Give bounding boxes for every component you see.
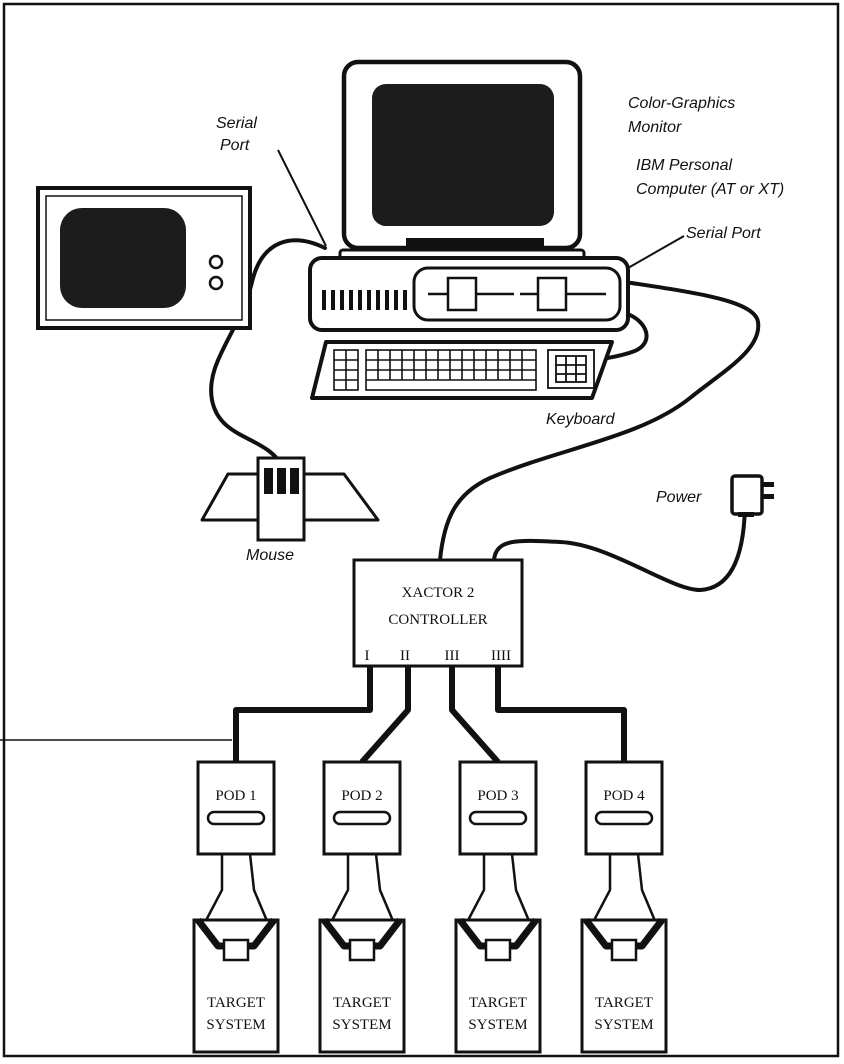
mouse-device xyxy=(200,456,380,542)
power-adapter xyxy=(730,474,774,517)
color-monitor-label-line1: Color-Graphics xyxy=(628,95,735,112)
pod-target-cable-right-1 xyxy=(248,853,272,929)
serial-port-right-pointer xyxy=(627,235,685,269)
controller-port-2: II xyxy=(400,648,410,664)
pod-target-cable-left-3 xyxy=(462,854,486,929)
pod-target-cable-left-4 xyxy=(588,854,612,929)
color-graphics-monitor xyxy=(338,59,586,262)
pod-group-3: POD 3 TARGET SYSTEM xyxy=(454,760,542,1054)
pod1-cable xyxy=(233,666,373,762)
target-label-line2-4: SYSTEM xyxy=(594,1017,653,1033)
pod-group-1: POD 1 TARGET SYSTEM xyxy=(192,760,280,1054)
target-chip-4 xyxy=(610,938,638,962)
pod-label-1: POD 1 xyxy=(215,788,256,804)
pods-layer: POD 1 TARGET SYSTEM POD 2 TARGET SYSTEM POD 3 T… xyxy=(192,760,668,1054)
power-label: Power xyxy=(656,489,702,506)
keyboard-label: Keyboard xyxy=(546,411,616,428)
controller-port-4: IIII xyxy=(491,648,511,664)
target-label-line2-2: SYSTEM xyxy=(332,1017,391,1033)
pod-label-3: POD 3 xyxy=(477,788,518,804)
controller-port-3: III xyxy=(445,648,460,664)
controller-line2: CONTROLLER xyxy=(388,612,487,628)
target-label-line1-3: TARGET xyxy=(469,995,527,1011)
serial-port-left-pointer xyxy=(277,149,327,247)
pod-target-cable-right-2 xyxy=(374,853,398,929)
pod-label-2: POD 2 xyxy=(341,788,382,804)
target-chip-2 xyxy=(348,938,376,962)
target-label-line1-2: TARGET xyxy=(333,995,391,1011)
xactor-controller: XACTOR 2 CONTROLLER I II III IIII xyxy=(352,558,524,668)
serial-port-left-label-line2: Port xyxy=(220,137,250,154)
pod-target-cable-right-3 xyxy=(510,853,534,929)
target-label-line1-1: TARGET xyxy=(207,995,265,1011)
knob-bottom xyxy=(208,275,224,291)
target-label-line1-4: TARGET xyxy=(595,995,653,1011)
target-chip-1 xyxy=(222,938,250,962)
pod3-cable xyxy=(449,666,501,764)
keyboard xyxy=(310,340,614,400)
ibm-pc-label-line1: IBM Personal xyxy=(636,157,732,174)
pod-target-cable-left-2 xyxy=(326,854,350,929)
target-label-line2-1: SYSTEM xyxy=(206,1017,265,1033)
ibm-pc-system-unit xyxy=(308,256,630,332)
target-system-box-2 xyxy=(318,918,406,1054)
target-system-box-4 xyxy=(580,918,668,1054)
pod-group-2: POD 2 TARGET SYSTEM xyxy=(318,760,406,1054)
pod-target-cable-right-4 xyxy=(636,853,660,929)
power-cable xyxy=(492,482,754,593)
mouse-label: Mouse xyxy=(246,547,294,564)
target-system-box-3 xyxy=(454,918,542,1054)
pod2-cable xyxy=(359,666,411,764)
target-system-box-1 xyxy=(192,918,280,1054)
serial-port-right-label: Serial Port xyxy=(686,225,761,242)
knob-top xyxy=(208,254,224,270)
pod-cables xyxy=(233,666,627,764)
pod-box-4 xyxy=(584,760,664,856)
mouse-cable xyxy=(209,238,327,472)
pod-slot-2 xyxy=(332,810,392,826)
pod4-cable xyxy=(495,666,627,762)
pod-slot-1 xyxy=(206,810,266,826)
target-chip-3 xyxy=(484,938,512,962)
pod-group-4: POD 4 TARGET SYSTEM xyxy=(580,760,668,1054)
pod-target-cable-left-1 xyxy=(200,854,224,929)
target-label-line2-3: SYSTEM xyxy=(468,1017,527,1033)
serial-port-left-label-line1: Serial xyxy=(216,115,257,132)
pod-box-3 xyxy=(458,760,538,856)
color-monitor-label-line2: Monitor xyxy=(628,119,682,136)
pod-label-4: POD 4 xyxy=(603,788,645,804)
pod-box-1 xyxy=(196,760,276,856)
controller-port-1: I xyxy=(365,648,370,664)
controller-cable xyxy=(438,280,761,562)
small-monitor xyxy=(36,186,252,330)
pod-slot-3 xyxy=(468,810,528,826)
ibm-pc-label-line2: Computer (AT or XT) xyxy=(636,181,784,198)
pod-slot-4 xyxy=(594,810,654,826)
controller-line1: XACTOR 2 xyxy=(402,585,475,601)
pod-box-2 xyxy=(322,760,402,856)
